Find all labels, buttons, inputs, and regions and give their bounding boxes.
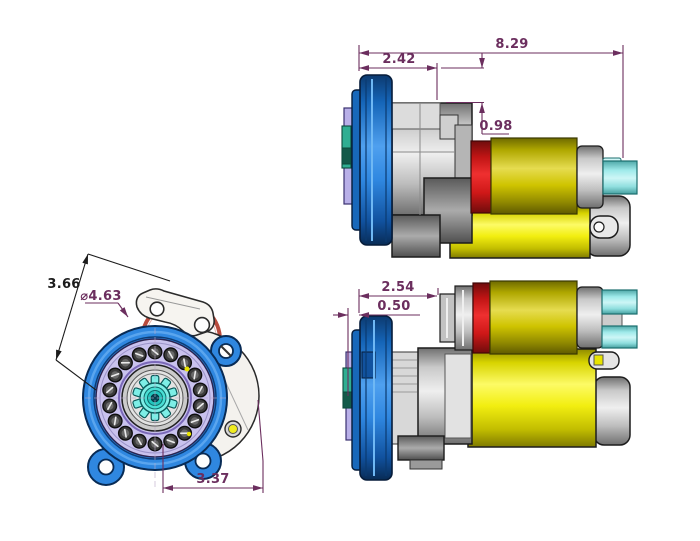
leader-line-diameter [117, 302, 129, 318]
centerlines [85, 328, 226, 490]
dimensions-front-view: 3.66 ⌀4.63 3.37 [47, 253, 264, 493]
solenoid-cap [576, 286, 604, 349]
side-view-top: 8.29 2.42 0.98 [341, 37, 638, 259]
solenoid-terminal [601, 325, 638, 349]
bolt-hole [97, 458, 115, 476]
side-view-bottom: 2.54 0.50 [333, 280, 638, 481]
rib-section [389, 351, 419, 445]
mounting-flange-side [342, 315, 393, 481]
extension-line [87, 253, 171, 282]
gear-housing [391, 102, 473, 258]
extension-line [55, 359, 97, 391]
solenoid-body [489, 280, 578, 355]
solenoid-red-band [470, 140, 492, 214]
motor-assembly [449, 195, 631, 259]
motor-assembly [389, 347, 631, 470]
solenoid [470, 137, 638, 215]
dimensions-top-view [358, 45, 624, 158]
bracket-hole [193, 316, 211, 334]
bolt-hole [194, 452, 212, 470]
dimensions-bottom-view [333, 288, 439, 396]
dim-bracket-height: 3.66 [47, 277, 80, 292]
dim-boss-offset: 0.98 [479, 119, 512, 134]
solenoid-terminal [601, 289, 638, 315]
solenoid [439, 280, 638, 355]
mounting-flange-side [341, 74, 393, 246]
terminal-bracket [135, 288, 215, 337]
bracket-hole [149, 301, 165, 317]
dim-bolt-spacing: 3.37 [196, 472, 229, 487]
pinion-gear-side [341, 125, 352, 169]
dim-flange-diameter: ⌀4.63 [80, 289, 121, 304]
dim-solenoid-front: 2.54 [381, 280, 414, 295]
motor-end-cap [593, 376, 631, 446]
solenoid-cap [576, 145, 604, 209]
solenoid-red-band [472, 282, 491, 354]
motor-body [467, 348, 597, 448]
solenoid-body [490, 137, 578, 215]
solenoid-terminal [602, 160, 638, 195]
dim-flange-to-boss: 2.42 [382, 52, 415, 67]
dimension-line-bracket-height [55, 253, 89, 361]
motor-body [449, 205, 591, 259]
dim-overall-length: 8.29 [495, 37, 528, 52]
front-view: 3.66 ⌀4.63 3.37 [47, 253, 264, 493]
dim-pinion-offset: 0.50 [377, 299, 410, 314]
extension-line [257, 399, 264, 462]
